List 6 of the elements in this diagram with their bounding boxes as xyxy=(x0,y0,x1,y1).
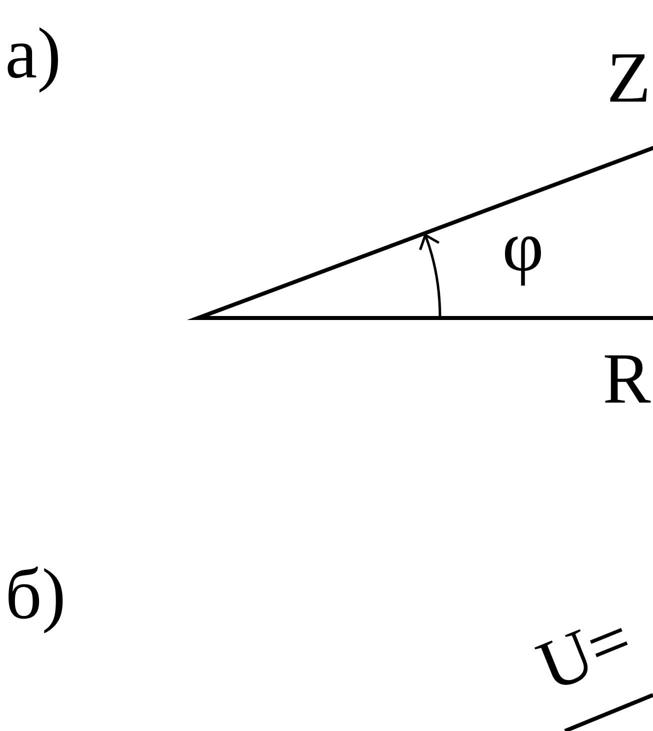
side-label: Z xyxy=(610,54,647,102)
panel-letter: а) xyxy=(8,27,58,93)
angle-label: φ xyxy=(505,236,541,286)
panel-letter: б) xyxy=(8,566,63,634)
side-label: R xyxy=(604,355,651,403)
side-label: U= xyxy=(534,628,628,685)
